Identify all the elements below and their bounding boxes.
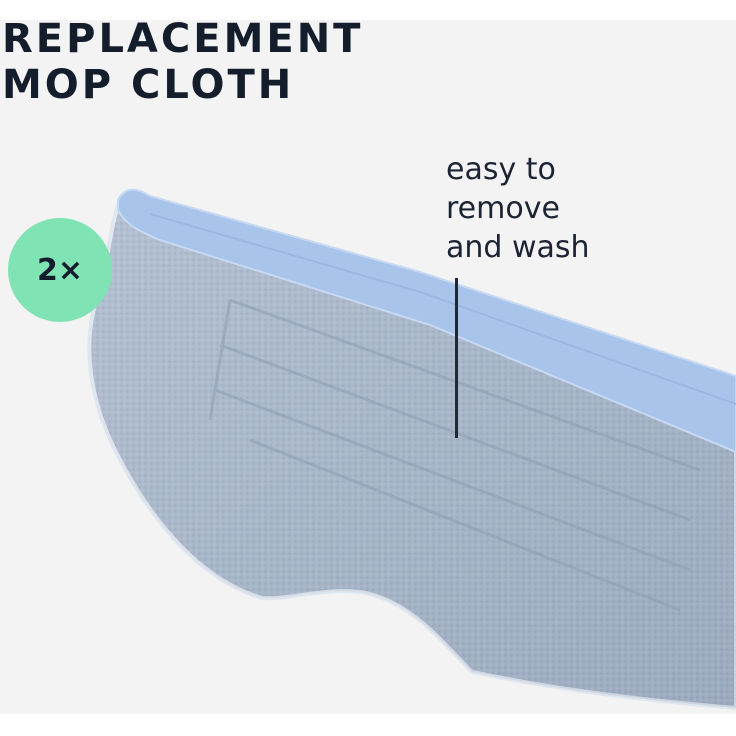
callout-line-1: easy to [446,152,556,187]
callout-line-2: remove [446,191,560,226]
top-border [0,0,736,20]
feature-callout: easy to remove and wash [446,150,590,267]
title-line-2: MOP CLOTH [2,62,295,108]
title-line-1: REPLACEMENT [2,16,364,62]
quantity-label: 2× [36,252,83,288]
bottom-border [0,714,736,736]
callout-line-3: and wash [446,230,590,265]
mop-cloth-edge-strip [117,188,736,454]
quantity-badge: 2× [8,218,112,322]
mop-cloth-stitching [208,298,701,612]
page-title: REPLACEMENT MOP CLOTH [2,16,363,108]
callout-pointer-line [455,278,458,438]
